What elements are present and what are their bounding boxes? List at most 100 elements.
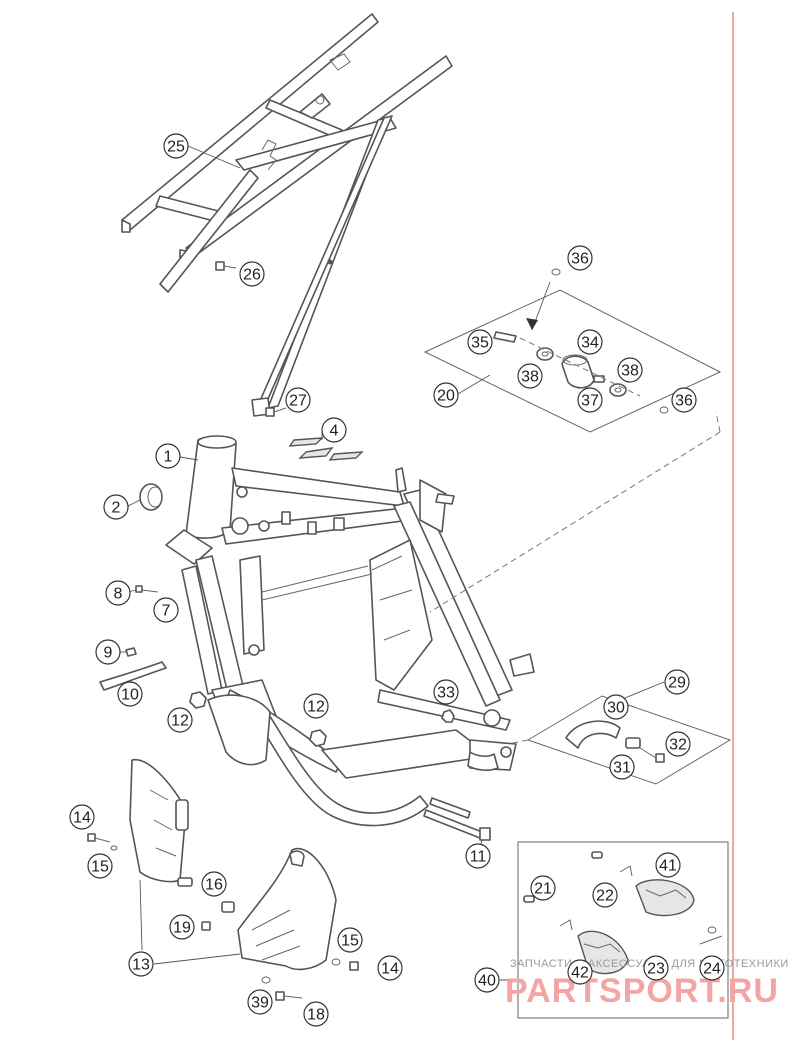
- callout-circle: [69, 804, 95, 830]
- callout-30: 30: [603, 694, 629, 720]
- callout-label: 33: [437, 685, 455, 702]
- nut-12-right: [309, 729, 327, 747]
- callout-circle: [664, 669, 690, 695]
- callout-circle: [577, 387, 603, 413]
- spring-22: [591, 851, 633, 877]
- callout-circle: [128, 951, 154, 977]
- screw-14-right: [349, 961, 359, 971]
- callout-label: 2: [112, 500, 121, 517]
- callout-label: 10: [121, 687, 139, 704]
- callout-label: 19: [173, 920, 191, 937]
- footpeg-41: [635, 879, 695, 917]
- callout-2: 2: [103, 494, 129, 520]
- callout-label: 11: [470, 849, 487, 866]
- bracket-30: [565, 720, 621, 749]
- bolt-11: [423, 797, 491, 841]
- callout-circle: [655, 852, 681, 878]
- callout-circle: [303, 1001, 329, 1027]
- bolt-26: [215, 261, 237, 271]
- callout-16: 16: [201, 871, 227, 897]
- callout-25: 25: [163, 133, 189, 159]
- callout-label: 34: [581, 335, 599, 352]
- callout-circle: [117, 681, 143, 707]
- callout-10: 10: [117, 681, 143, 707]
- callout-38: 38: [517, 363, 543, 389]
- callout-29: 29: [664, 669, 690, 695]
- callout-circle: [467, 329, 493, 355]
- callout-label: 30: [607, 700, 625, 717]
- pivot-kit-box: [423, 268, 722, 433]
- callout-33: 33: [433, 679, 459, 705]
- callout-label: 21: [534, 881, 552, 898]
- callout-label: 18: [307, 1007, 325, 1024]
- callout-circle: [699, 955, 725, 981]
- callout-8: 8: [105, 580, 131, 606]
- callout-label: 41: [659, 858, 677, 875]
- callout-12: 12: [303, 693, 329, 719]
- callout-circle: [517, 363, 543, 389]
- frame-guard-right: [237, 847, 337, 971]
- callout-circle: [95, 639, 121, 665]
- callout-41: 41: [655, 852, 681, 878]
- callout-label: 9: [104, 645, 113, 662]
- callout-circle: [609, 754, 635, 780]
- spacer-16: [177, 877, 193, 887]
- callout-12: 12: [167, 707, 193, 733]
- callout-circle: [567, 245, 593, 271]
- callout-22: 22: [592, 882, 618, 908]
- callout-24: 24: [699, 955, 725, 981]
- callout-circle: [530, 875, 556, 901]
- screw-18: [275, 991, 303, 1001]
- callout-9: 9: [95, 639, 121, 665]
- callout-36: 36: [671, 387, 697, 413]
- screw-14-left: [87, 833, 111, 843]
- decals-4: [288, 437, 364, 461]
- footpeg-kit-box: [517, 841, 729, 1019]
- callout-circle: [337, 927, 363, 953]
- callout-4: 4: [321, 417, 347, 443]
- screw-7-8: [135, 585, 159, 593]
- callout-42: 42: [567, 959, 593, 985]
- callout-label: 14: [381, 961, 399, 978]
- spacer-19: [201, 901, 235, 931]
- callout-circle: [671, 387, 697, 413]
- callout-circle: [465, 843, 491, 869]
- callout-circle: [617, 357, 643, 383]
- callout-label: 42: [571, 965, 589, 982]
- callout-label: 8: [114, 586, 123, 603]
- callout-circle: [103, 494, 129, 520]
- callout-circle: [567, 959, 593, 985]
- callout-35: 35: [467, 329, 493, 355]
- callout-circle: [105, 580, 131, 606]
- callout-15: 15: [87, 853, 113, 879]
- callout-label: 36: [675, 393, 693, 410]
- callout-15: 15: [337, 927, 363, 953]
- callout-label: 12: [307, 699, 325, 716]
- callout-23: 23: [643, 955, 669, 981]
- ring-36-top: [551, 268, 561, 276]
- ring-36-bottom: [659, 406, 669, 414]
- callout-circle: [285, 387, 311, 413]
- callout-circle: [665, 731, 691, 757]
- washer-39: [261, 976, 271, 984]
- callout-18: 18: [303, 1001, 329, 1027]
- callout-label: 1: [164, 449, 173, 466]
- callout-32: 32: [665, 731, 691, 757]
- callout-label: 13: [132, 957, 150, 974]
- bolt-32: [639, 747, 665, 763]
- callout-label: 29: [668, 675, 686, 692]
- callout-circle: [303, 693, 329, 719]
- callout-circle: [643, 955, 669, 981]
- pivot-bushing-34: [561, 354, 595, 389]
- subframe: [121, 13, 453, 417]
- callout-39: 39: [247, 989, 273, 1015]
- callout-11: 11: [465, 843, 491, 869]
- callout-circle: [377, 955, 403, 981]
- callout-circle: [592, 882, 618, 908]
- callout-label: 26: [243, 267, 261, 284]
- callout-label: 16: [205, 877, 223, 894]
- spring-23: [559, 919, 573, 931]
- washer-15-right: [331, 958, 341, 966]
